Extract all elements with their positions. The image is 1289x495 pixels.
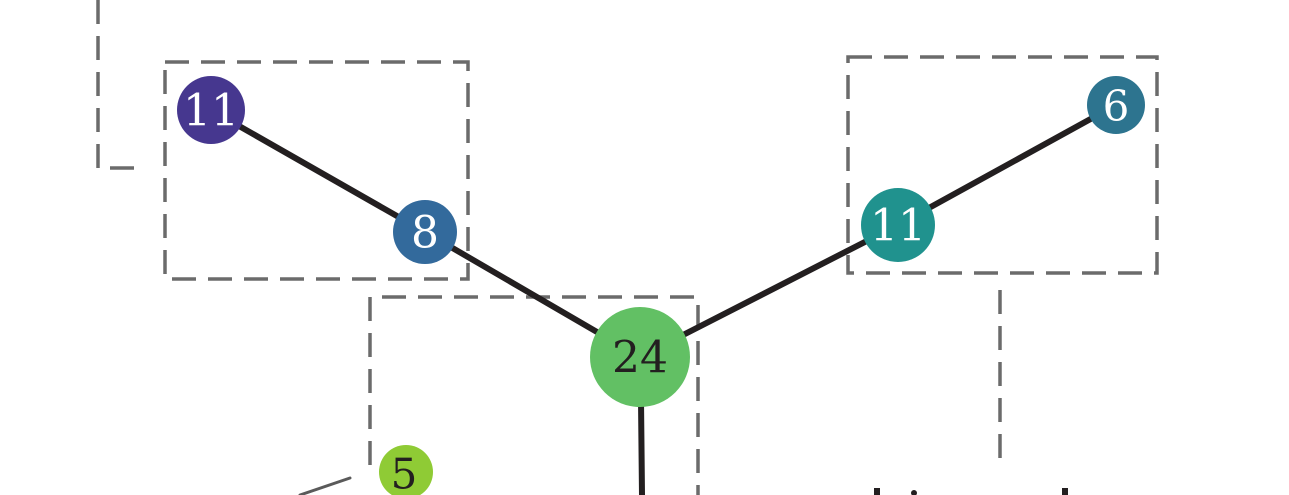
node-5: 5 — [379, 445, 433, 495]
edge-11-to-8 — [208, 107, 428, 235]
cropped-text-fragment — [874, 488, 1068, 495]
node-label: 11 — [183, 86, 239, 137]
node-11-left: 11 — [177, 76, 245, 144]
node-circle — [590, 307, 690, 407]
node-label: 11 — [870, 201, 926, 252]
group-box-left — [163, 60, 470, 281]
node-circle — [379, 445, 433, 495]
node-label: 24 — [612, 333, 668, 384]
node-circle — [393, 200, 457, 264]
node-11-right: 11 — [861, 188, 935, 262]
group-box-right — [846, 55, 1159, 275]
edge-24-down — [638, 397, 645, 495]
group-box-partial-top-left — [96, 0, 140, 170]
node-24: 24 — [590, 307, 690, 407]
node-8: 8 — [393, 200, 457, 264]
node-circle — [861, 188, 935, 262]
edge-11-to-6 — [895, 102, 1119, 228]
node-circle — [177, 76, 245, 144]
edge-5-partial — [298, 476, 352, 495]
node-circle — [1087, 76, 1145, 134]
node-6: 6 — [1087, 76, 1145, 134]
node-label: 5 — [391, 450, 418, 495]
node-label: 8 — [411, 208, 439, 259]
node-label: 6 — [1103, 82, 1130, 131]
